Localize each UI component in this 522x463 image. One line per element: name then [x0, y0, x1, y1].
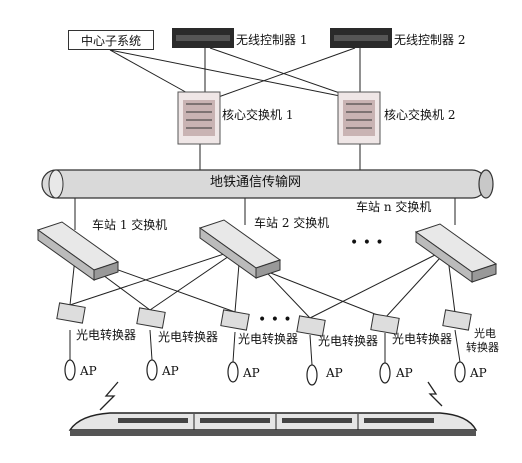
- converter-label-6-line1: 光电: [474, 327, 496, 340]
- converter-label-1: 光电转换器: [76, 328, 137, 342]
- ap-label-5: AP: [396, 366, 413, 380]
- wireless-signal-icons: [99, 381, 443, 411]
- ap-label-4: AP: [326, 366, 343, 380]
- converter-label-4: 光电转换器: [318, 334, 379, 348]
- converter-ellipsis: • • •: [258, 312, 292, 328]
- backbone-network-label: 地铁通信传输网: [210, 175, 302, 190]
- station-switch-device-2: [198, 219, 282, 279]
- core-switch-device-1: [177, 91, 221, 145]
- wireless-controller-label-1: 无线控制器 1: [236, 33, 308, 47]
- ap-antennas: [64, 359, 466, 386]
- converter-label-6-line2: 转换器: [466, 341, 499, 354]
- upper-connections: [74, 47, 456, 230]
- wireless-controller-device-2: [330, 28, 392, 48]
- ap-label-6: AP: [470, 366, 487, 380]
- ap-label-3: AP: [243, 366, 260, 380]
- core-switch-label-1: 核心交换机 1: [222, 108, 294, 122]
- converter-label-5: 光电转换器: [392, 332, 453, 346]
- ap-label-2: AP: [162, 364, 179, 378]
- station-switch-label-2: 车站 2 交换机: [254, 216, 330, 230]
- converter-label-2: 光电转换器: [158, 330, 219, 344]
- station-ellipsis: • • •: [350, 235, 384, 251]
- converter-devices: [56, 302, 472, 337]
- core-switch-label-2: 核心交换机 2: [384, 108, 456, 122]
- station-switch-label-n: 车站 n 交换机: [356, 200, 432, 214]
- backbone-tube: [41, 169, 494, 199]
- wireless-controller-label-2: 无线控制器 2: [394, 33, 466, 47]
- center-subsystem-box: 中心子系统: [68, 30, 154, 50]
- converter-label-3: 光电转换器: [238, 332, 299, 346]
- station-switch-device-1: [36, 221, 120, 281]
- core-switch-device-2: [337, 91, 381, 145]
- ap-label-1: AP: [80, 364, 97, 378]
- wireless-controller-device-1: [172, 28, 234, 48]
- station-switch-label-1: 车站 1 交换机: [92, 218, 168, 232]
- metro-train-icon: [68, 412, 478, 436]
- station-switch-device-n: [414, 223, 498, 283]
